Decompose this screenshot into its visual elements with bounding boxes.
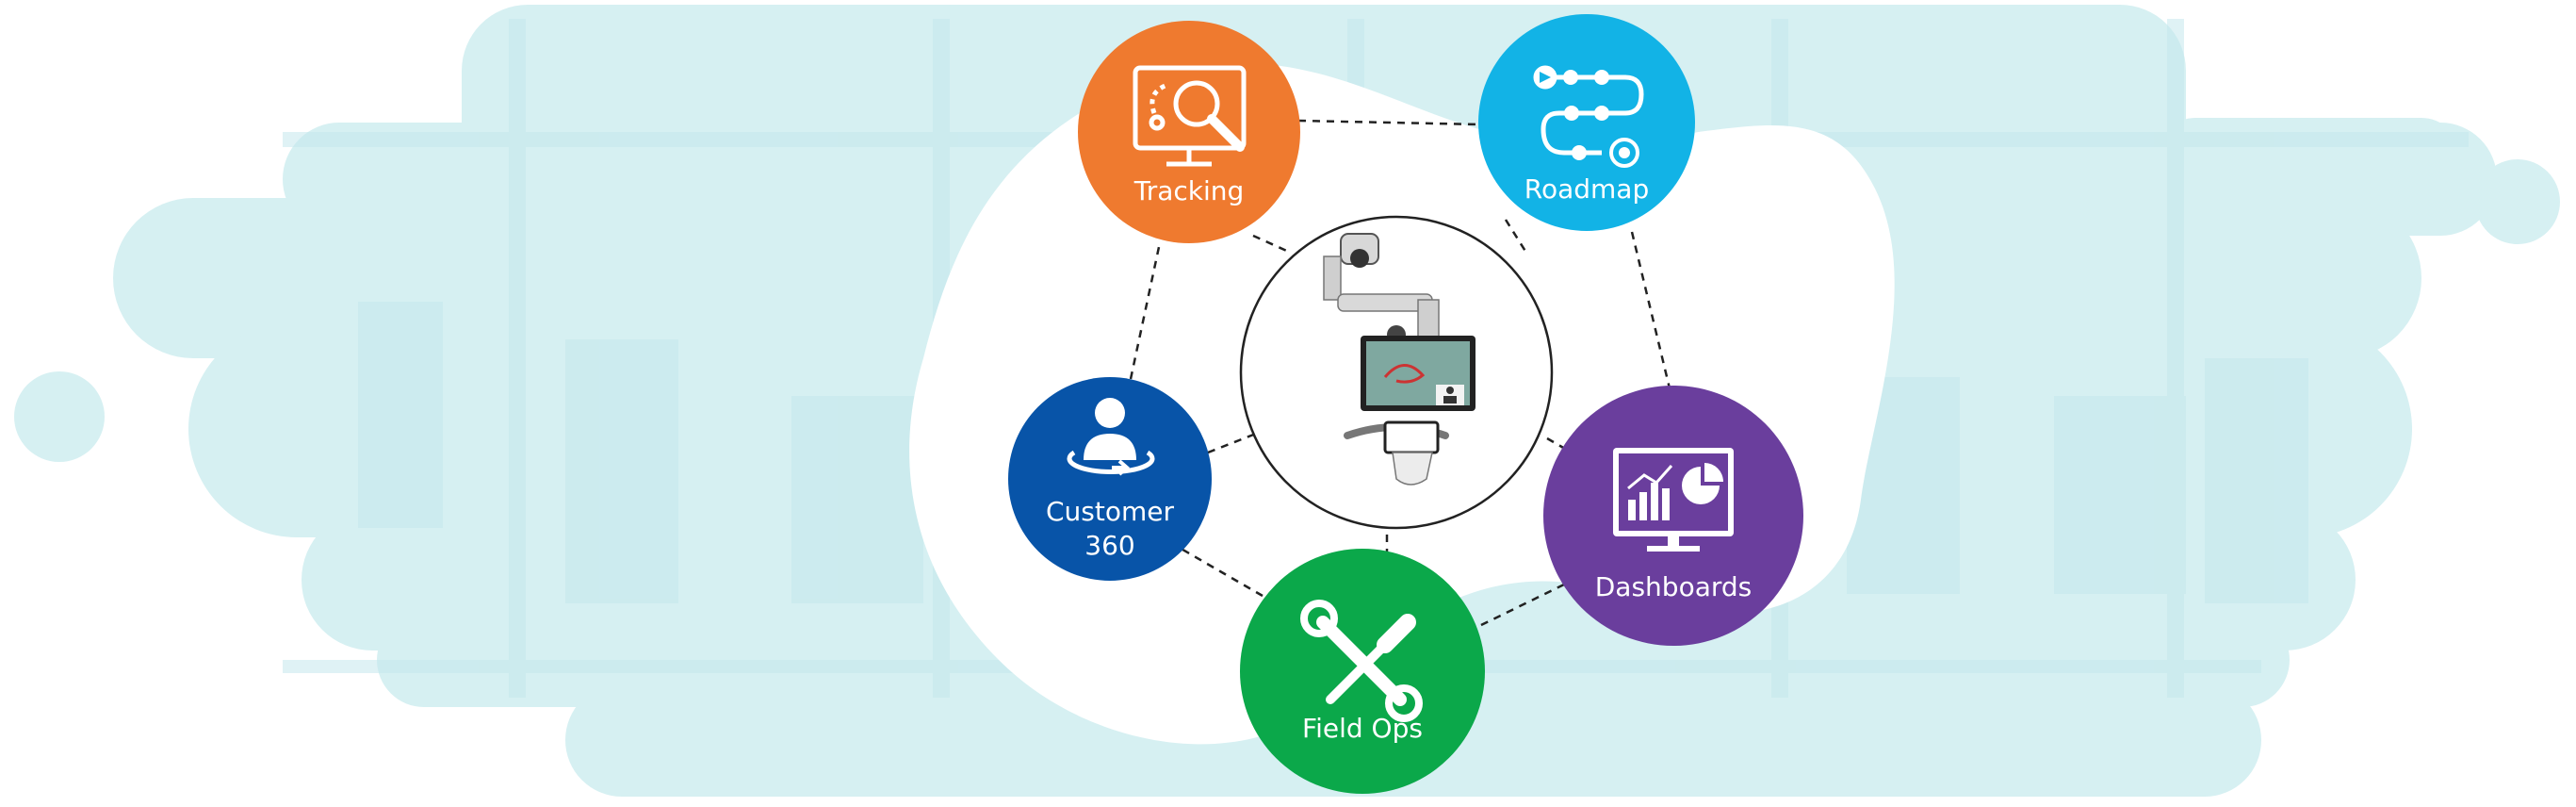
center-node [1239,215,1554,530]
node-customer-360[interactable]: Customer 360 [1008,377,1212,581]
connector-center-customer [1207,430,1262,454]
connector-fieldops-customer [1177,545,1264,598]
node-roadmap[interactable]: Roadmap [1478,14,1695,231]
roadmap-label: Roadmap [1524,173,1649,205]
roadmap-circle [1478,14,1695,231]
customer-360-circle [1008,377,1212,581]
node-dashboards[interactable]: Dashboards [1543,386,1803,646]
roadmap-path-icon [1533,65,1644,168]
connector-center-dashboards [1546,436,1573,454]
monitor-chart-icon [1613,448,1734,552]
tracking-circle [1078,21,1300,243]
customer-360-label-line2: 360 [1084,530,1134,561]
connector-center-tracking [1252,234,1292,255]
telepresence-robot-icon [1323,233,1475,486]
customer-360-label-line1: Customer [1046,496,1174,527]
wrench-screwdriver-icon [1300,600,1423,722]
node-field-ops[interactable]: Field Ops [1240,549,1485,794]
monitor-magnifier-icon [1133,65,1247,167]
tracking-label: Tracking [1133,175,1245,206]
field-ops-label: Field Ops [1302,713,1423,744]
dashed-connectors [1129,119,1671,629]
node-tracking[interactable]: Tracking [1078,21,1300,243]
person-rotate-icon [1067,398,1155,476]
connector-roadmap-dashboards [1630,231,1671,389]
dashboards-label: Dashboards [1595,571,1753,602]
connector-center-roadmap [1504,219,1528,254]
connector-tracking-roadmap [1297,119,1480,126]
connector-dashboards-fieldops [1476,583,1565,629]
